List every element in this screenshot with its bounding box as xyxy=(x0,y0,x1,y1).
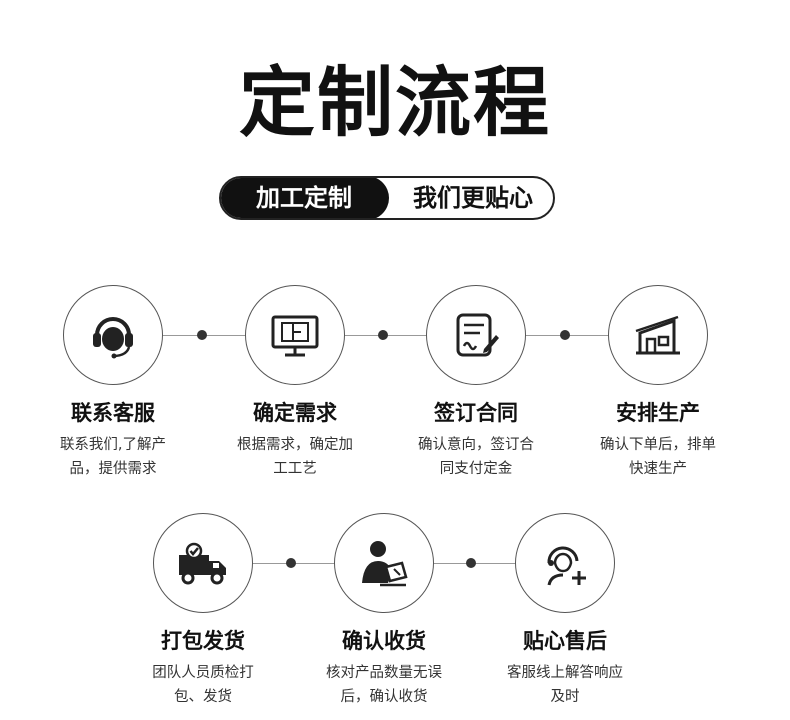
banner-pill: 加工定制 我们更贴心 xyxy=(219,176,555,220)
step-title: 确认收货 xyxy=(342,629,426,653)
step-description: 确认下单后，排单快速生产 xyxy=(600,437,716,477)
step-description: 核对产品数量无误后，确认收货 xyxy=(326,665,442,705)
banner-right: 我们更贴心 xyxy=(413,184,533,212)
step-confirm-requirements: 确定需求 根据需求，确定加工工艺 xyxy=(210,285,380,481)
headset-icon xyxy=(93,317,133,359)
page-title: 定制流程 xyxy=(239,58,551,147)
connector-dot xyxy=(197,330,207,340)
step-icon-circle xyxy=(63,285,163,385)
step-title: 签订合同 xyxy=(434,401,518,425)
connector-dot xyxy=(378,330,388,340)
connector-dot xyxy=(560,330,570,340)
step-pack-ship: 打包发货 团队人员质检打包、发货 xyxy=(118,513,288,709)
step-arrange-production: 安排生产 确认下单后，排单快速生产 xyxy=(573,285,743,481)
support-agent-icon xyxy=(547,546,586,586)
step-title: 确定需求 xyxy=(253,401,337,425)
step-icon-circle xyxy=(426,285,526,385)
step-description: 联系我们,了解产品，提供需求 xyxy=(59,437,167,477)
connector-dot xyxy=(286,558,296,568)
step-title: 联系客服 xyxy=(71,401,155,425)
step-description: 根据需求，确定加工工艺 xyxy=(237,437,353,477)
step-confirm-receipt: 确认收货 核对产品数量无误后，确认收货 xyxy=(299,513,469,709)
contract-sign-icon xyxy=(456,313,499,357)
step-icon-circle xyxy=(515,513,615,613)
connector-line xyxy=(160,335,630,336)
step-icon-circle xyxy=(334,513,434,613)
step-description: 客服线上解答响应及时 xyxy=(507,665,623,705)
step-contact-service: 联系客服 联系我们,了解产品，提供需求 xyxy=(28,285,198,481)
step-icon-circle xyxy=(608,285,708,385)
factory-icon xyxy=(635,315,680,355)
connector-dot xyxy=(466,558,476,568)
step-title: 贴心售后 xyxy=(523,629,607,653)
step-after-sales: 贴心售后 客服线上解答响应及时 xyxy=(480,513,650,709)
step-sign-contract: 签订合同 确认意向，签订合同支付定金 xyxy=(391,285,561,481)
step-icon-circle xyxy=(245,285,345,385)
step-title: 打包发货 xyxy=(161,629,245,653)
banner-left: 加工定制 xyxy=(221,178,389,218)
monitor-floorplan-icon xyxy=(271,315,319,357)
step-icon-circle xyxy=(153,513,253,613)
step-description: 团队人员质检打包、发货 xyxy=(152,665,254,705)
person-clipboard-icon xyxy=(362,541,408,587)
delivery-truck-icon xyxy=(179,542,226,585)
step-description: 确认意向，签订合同支付定金 xyxy=(418,437,534,477)
step-title: 安排生产 xyxy=(616,401,700,425)
